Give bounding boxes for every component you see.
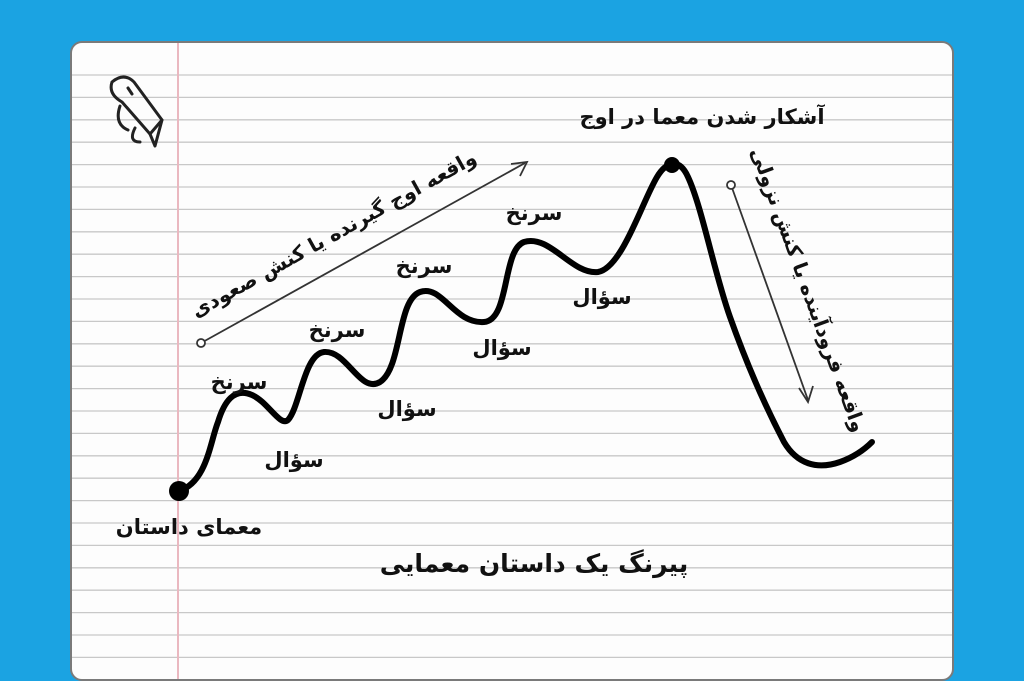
clue-label: سرنخ: [506, 201, 563, 225]
clue-label: سرنخ: [309, 318, 366, 342]
clue-label: سرنخ: [396, 254, 453, 278]
climax-point: [664, 157, 680, 173]
clue-label: سرنخ: [211, 370, 268, 394]
falling-arrow: [726, 180, 814, 405]
ruled-lines: [72, 74, 952, 659]
pencil-icon: [109, 75, 164, 148]
start-point: [169, 481, 189, 501]
question-label: سؤال: [377, 397, 436, 421]
plot-curve: [176, 160, 875, 494]
rising-arrow: [196, 160, 529, 348]
mystery-start-label: معمای داستان: [116, 515, 262, 539]
question-label: سؤال: [572, 285, 631, 309]
diagram-title: پیرنگ یک داستان معمایی: [380, 549, 689, 579]
climax-label: آشکار شدن معما در اوج: [579, 104, 825, 130]
question-label: سؤال: [472, 336, 531, 360]
question-label: سؤال: [264, 448, 323, 472]
notebook-card: واقعه اوج گیرنده یا کنش صعودی واقعه فرود…: [70, 41, 954, 681]
plot-diagram: واقعه اوج گیرنده یا کنش صعودی واقعه فرود…: [72, 43, 952, 679]
